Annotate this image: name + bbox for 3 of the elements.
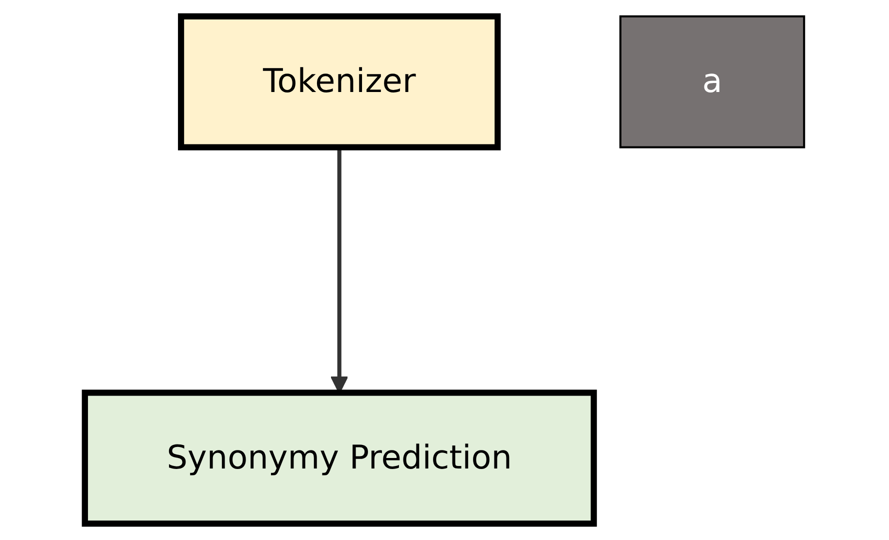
node-box — [619, 15, 806, 148]
node-box — [178, 13, 501, 150]
node-box — [82, 390, 597, 527]
